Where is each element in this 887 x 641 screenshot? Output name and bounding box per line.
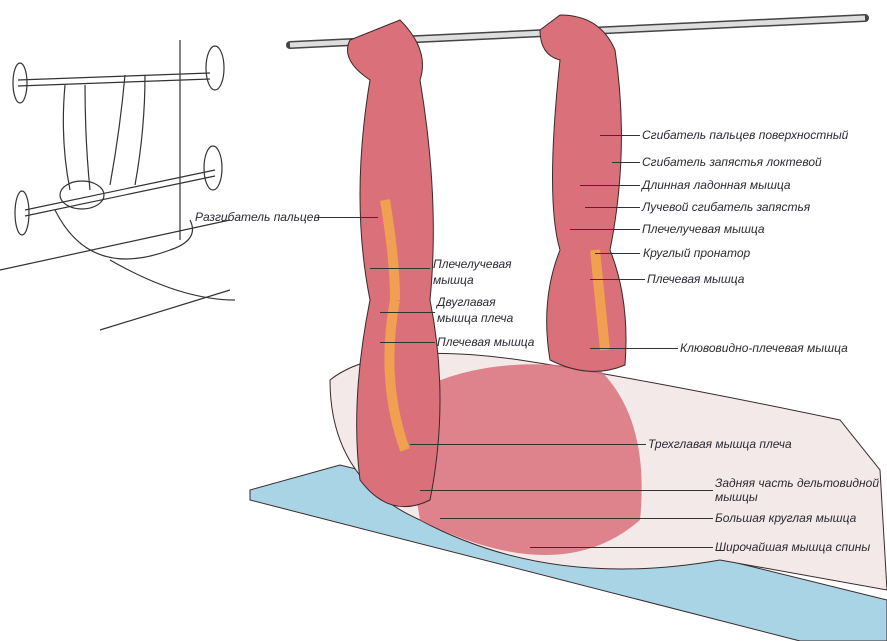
leader-line	[600, 135, 640, 136]
leader-line	[380, 342, 435, 343]
leader-line	[595, 253, 640, 254]
label-flexor-digitorum-superficialis: Сгибатель пальцев поверхностный	[642, 128, 849, 142]
leader-line	[530, 547, 713, 548]
leader-line	[370, 268, 430, 269]
label-flexor-carpi-radialis: Лучевой сгибатель запястья	[642, 200, 811, 214]
label-extensor-digitorum: Разгибатель пальцев	[195, 210, 320, 224]
label-posterior-deltoid: Задняя часть дельтовидной	[715, 476, 879, 490]
label-brachialis-left: Плечевая мышца	[437, 335, 535, 349]
leader-line	[585, 207, 640, 208]
leader-line	[590, 279, 645, 280]
label-flexor-carpi-ulnaris: Сгибатель запястья локтевой	[642, 155, 822, 169]
leader-line	[570, 229, 640, 230]
leader-line	[612, 162, 640, 163]
label-palmaris-longus: Длинная ладонная мышца	[642, 178, 791, 192]
leader-line	[590, 348, 678, 349]
label-posterior-deltoid-2: мышцы	[715, 490, 758, 504]
inset-sketch	[0, 40, 236, 340]
label-brachioradialis-right: Плечелучевая мышца	[642, 222, 765, 236]
leader-line	[318, 217, 378, 218]
leader-line	[440, 518, 713, 519]
label-brachioradialis-left-2: мышца	[433, 273, 474, 287]
leader-line	[580, 185, 640, 186]
leader-line	[410, 444, 646, 445]
label-teres-major: Большая круглая мышца	[715, 511, 857, 525]
label-brachioradialis-left: Плечелучевая	[433, 257, 512, 271]
label-brachialis-right: Плечевая мышца	[647, 272, 745, 286]
leader-line	[380, 312, 435, 313]
label-biceps: Двуглавая	[437, 295, 496, 309]
label-latissimus-dorsi: Широчайшая мышца спины	[715, 540, 871, 554]
label-biceps-2: мышца плеча	[437, 311, 514, 325]
label-coracobrachialis: Клювовидно-плечевая мышца	[680, 341, 848, 355]
leader-line	[420, 490, 713, 491]
label-triceps: Трехглавая мышца плеча	[648, 437, 792, 451]
label-pronator-teres: Круглый пронатор	[643, 246, 751, 260]
right-forearm	[539, 14, 627, 372]
